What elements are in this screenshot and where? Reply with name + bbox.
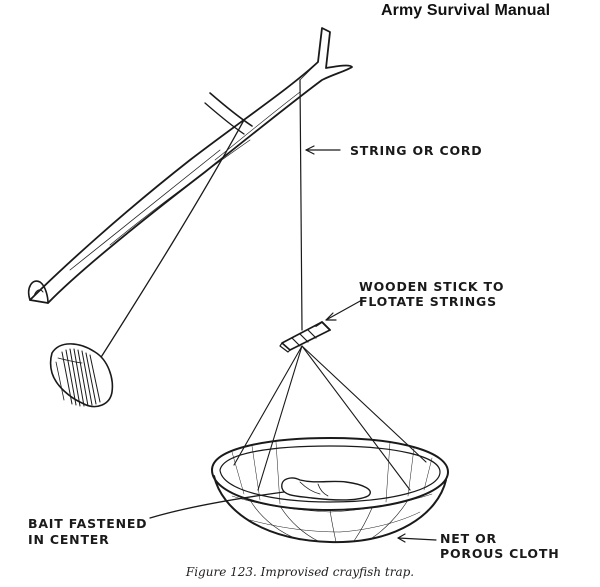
bait-arrow	[149, 491, 285, 519]
anchor-cord	[97, 119, 245, 363]
figure-caption: Figure 123. Improvised crayfish trap.	[185, 565, 415, 579]
net-basket	[211, 437, 449, 544]
wooden-float-stick	[279, 321, 331, 353]
net-label-line1: NET OR	[440, 531, 497, 546]
string-cord-label: STRING OR CORD	[350, 143, 483, 158]
wooden-stick-label-line2: FLOTATE STRINGS	[359, 294, 497, 309]
suspension-strings	[233, 345, 427, 491]
wooden-stick-label-line1: WOODEN STICK TO	[359, 279, 505, 294]
header-title: Army Survival Manual	[381, 2, 551, 19]
forked-pole	[27, 27, 353, 304]
bait-label-line1: BAIT FASTENED	[28, 516, 148, 531]
string-arrow	[305, 145, 341, 155]
net-label-line2: POROUS CLOTH	[440, 546, 560, 561]
bait-label-line2: IN CENTER	[28, 532, 110, 547]
net-arrow	[397, 533, 437, 543]
string-cord	[299, 79, 303, 331]
bait	[281, 477, 371, 501]
weight-stone	[49, 343, 114, 408]
wooden-stick-arrow	[325, 299, 363, 321]
